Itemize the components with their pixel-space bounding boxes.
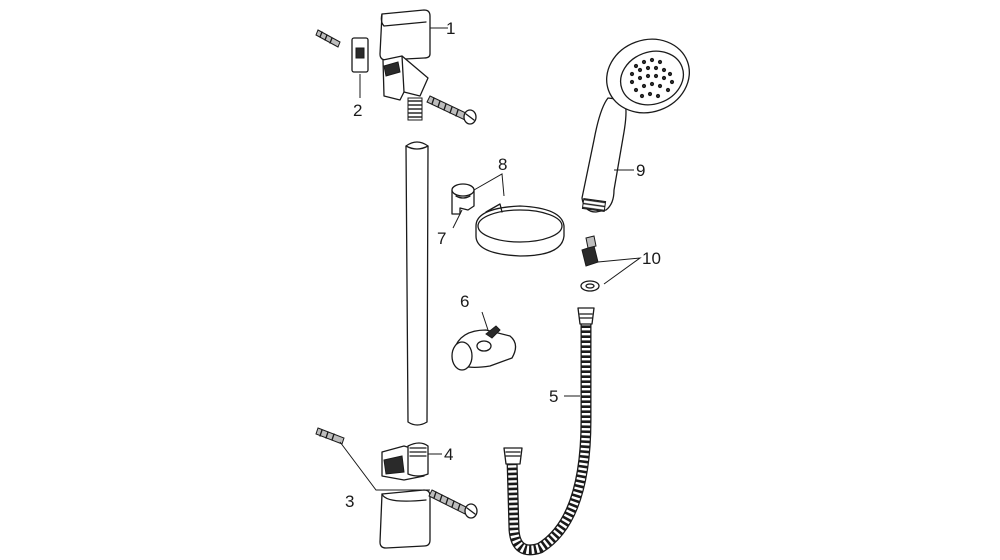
part-3-dowel-and-screw	[315, 427, 478, 519]
slide-rail	[405, 141, 429, 426]
callout-3: 3	[345, 492, 354, 511]
callout-labels: 1 2 3 4 5 6 7 8 9 10	[345, 19, 661, 511]
callout-10: 10	[642, 249, 661, 268]
part-10-restrictor-and-washer	[580, 235, 600, 292]
callout-2: 2	[353, 101, 362, 120]
top-screw	[426, 95, 477, 125]
part-7-clip	[451, 183, 475, 215]
part-6-slider	[451, 325, 517, 371]
callout-5: 5	[549, 387, 558, 406]
top-wall-bracket	[382, 55, 429, 121]
part-5-hose	[503, 307, 595, 556]
bottom-cap	[379, 489, 431, 549]
part-8-ring	[475, 203, 565, 257]
callout-4: 4	[444, 445, 453, 464]
callout-1: 1	[446, 19, 455, 38]
part-1-top-cap	[379, 9, 431, 61]
callout-7: 7	[437, 229, 446, 248]
callout-9: 9	[636, 161, 645, 180]
callout-8: 8	[498, 155, 507, 174]
part-2-wall-plate	[315, 29, 369, 73]
leader-lines	[339, 27, 642, 491]
part-4-bottom-bracket	[381, 442, 429, 481]
part-9-hand-shower	[581, 38, 690, 213]
callout-6: 6	[460, 292, 469, 311]
